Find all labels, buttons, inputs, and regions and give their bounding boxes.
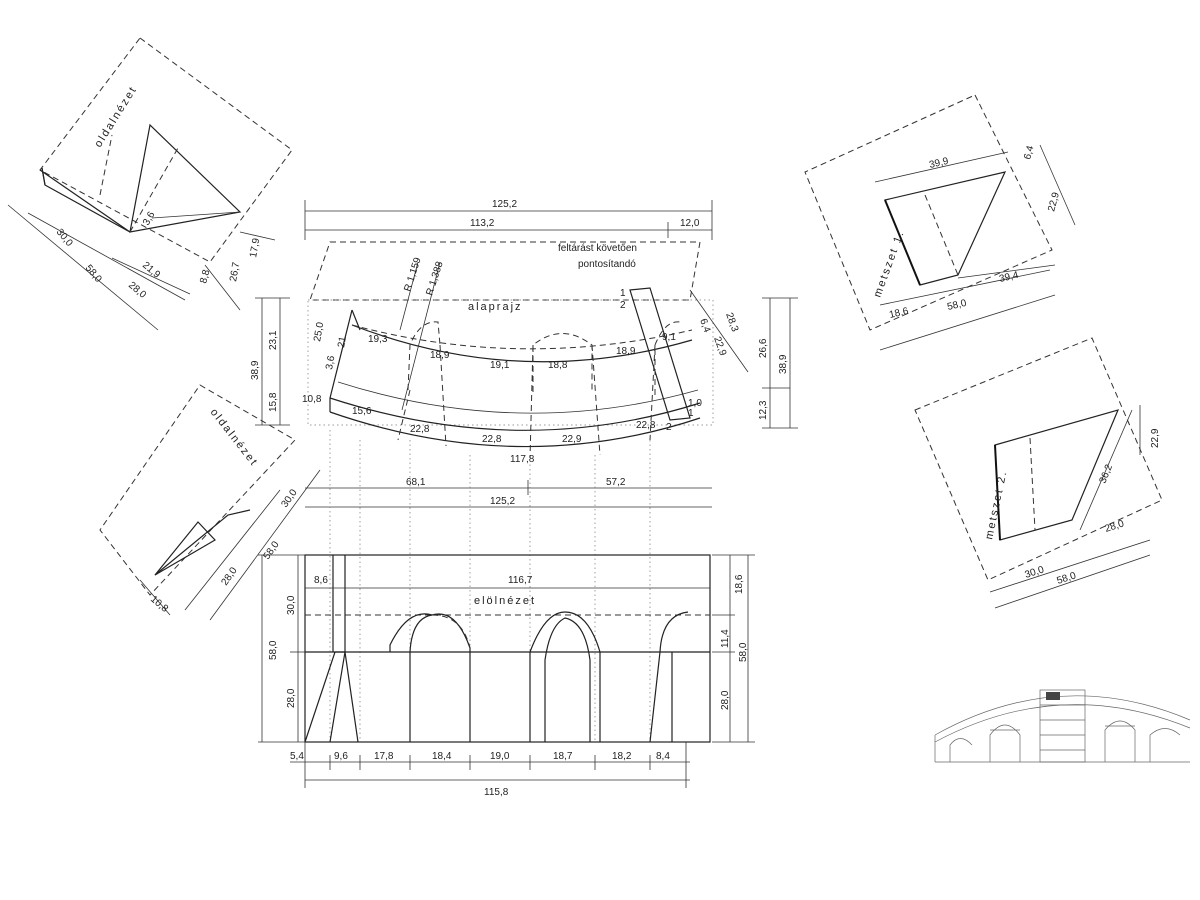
dim-plan-158: 15,8 [268, 392, 279, 412]
dim-left-side-30: 30,0 [279, 487, 299, 510]
dim-bottom-190: 19,0 [490, 751, 510, 762]
radius-inner: R 1,159 [402, 256, 423, 293]
dim-plan-229-right: 22,9 [711, 335, 728, 357]
bridge-dark-block [1046, 692, 1060, 700]
dim-sec1-580: 58,0 [946, 298, 968, 313]
marker-1-left: 1 [620, 288, 626, 299]
dim-plan-10: 1,0 [688, 398, 702, 409]
dim-plan-91: 9,1 [662, 332, 676, 343]
dim-bottom-84: 8,4 [656, 751, 670, 762]
dim-plan-188: 18,8 [548, 360, 568, 371]
dim-sec2-580: 58,0 [1056, 570, 1078, 587]
left-side-view: oldalnézet 30,0 58,0 28,0 10,8 [99, 384, 321, 621]
dim-top-side-28: 28,0 [126, 280, 148, 301]
front-view: elölnézet 8,6 116,7 30,0 58,0 28,0 18,6 … [258, 554, 755, 798]
dim-plan-250: 25,0 [312, 321, 326, 343]
front-view-label: elölnézet [474, 595, 536, 607]
dim-plan-156: 15,6 [352, 406, 372, 417]
dim-plan-108: 10,8 [302, 394, 322, 405]
dim-sec1-186: 18,6 [888, 306, 910, 321]
note-line-1: feltárást követően [558, 243, 637, 254]
dim-front-28-left: 28,0 [286, 688, 297, 708]
dim-sec2-280: 28,0 [1104, 518, 1126, 535]
section-2-label: metszet 2. [983, 469, 1009, 541]
dim-top-side-36: 3,6 [141, 210, 158, 228]
dim-front-186: 18,6 [734, 574, 745, 594]
dim-top-1132: 113,2 [470, 218, 495, 229]
dim-plan-123: 12,3 [758, 400, 769, 420]
dim-plan-228b: 22,8 [482, 434, 502, 445]
dim-plan-189a: 18,9 [430, 350, 450, 361]
section-1-label: metszet 1. [872, 228, 907, 299]
dim-top-120: 12,0 [680, 218, 700, 229]
dim-plan-389-right: 38,9 [778, 354, 789, 374]
marker-2-left: 2 [620, 300, 626, 311]
radius-outer: R 1,388 [424, 260, 445, 297]
bridge-thumbnail [934, 689, 1191, 763]
top-side-view-label: oldalnézet [92, 84, 139, 150]
dim-top-side-219: 21,9 [140, 260, 162, 281]
dim-front-86: 8,6 [314, 575, 328, 586]
dim-bottom-1158: 115,8 [484, 787, 509, 798]
dim-plan-266: 26,6 [758, 338, 769, 358]
dim-top-side-179: 17,9 [248, 237, 262, 259]
dim-bottom-178: 17,8 [374, 751, 394, 762]
dim-sec1-229: 22,9 [1046, 191, 1062, 213]
dim-plan-228c: 22,8 [636, 420, 656, 431]
dim-top-1252: 125,2 [492, 199, 517, 210]
marker-1-right: 1 [688, 408, 694, 419]
dim-mid-681: 68,1 [406, 477, 426, 488]
section-2: metszet 2. 22,9 36,2 28,0 30,0 58,0 [914, 337, 1163, 609]
dim-sec2-229: 22,9 [1150, 428, 1161, 448]
dim-bottom-187: 18,7 [553, 751, 573, 762]
dim-plan-228a: 22,8 [410, 424, 430, 435]
dim-front-30: 30,0 [286, 595, 297, 615]
dim-top-side-88: 8,8 [198, 268, 212, 285]
dim-plan-189b: 18,9 [616, 346, 636, 357]
dim-top-side-267: 26,7 [228, 261, 242, 283]
dim-bottom-182: 18,2 [612, 751, 632, 762]
note-line-2: pontosítandó [578, 259, 636, 270]
dim-bottom-54: 5,4 [290, 751, 304, 762]
dim-bottom-184: 18,4 [432, 751, 452, 762]
dim-plan-389-left: 38,9 [250, 360, 261, 380]
plan-label: alaprajz [468, 301, 523, 313]
dim-mid-572: 57,2 [606, 477, 626, 488]
dim-plan-229: 22,9 [562, 434, 582, 445]
dim-front-1167: 116,7 [508, 575, 533, 586]
dim-front-28-right: 28,0 [720, 690, 731, 710]
dim-plan-36: 3,6 [324, 354, 337, 370]
dim-plan-1178: 117,8 [510, 454, 535, 465]
dim-plan-283: 28,3 [723, 311, 740, 333]
marker-2-right: 2 [666, 422, 672, 433]
dim-sec1-394: 39,4 [998, 270, 1020, 285]
dim-front-58-left: 58,0 [268, 640, 279, 660]
dim-sec2-362: 36,2 [1098, 463, 1116, 486]
dim-front-58-right: 58,0 [738, 642, 749, 662]
dim-plan-21: 21 [336, 335, 349, 348]
section-1: metszet 1. 39,9 6,4 22,9 39,4 18,6 58,0 [804, 94, 1076, 351]
dim-mid-1252: 125,2 [490, 496, 515, 507]
top-dimensions: 125,2 113,2 12,0 [304, 199, 713, 240]
middle-dimensions: 68,1 57,2 125,2 [305, 430, 712, 742]
dim-sec1-399: 39,9 [928, 156, 950, 171]
dim-plan-193: 19,3 [368, 334, 388, 345]
dim-left-side-58: 58,0 [261, 539, 281, 562]
plan-view: R 1,159 R 1,388 alaprajz feltárást követ… [250, 241, 798, 465]
dim-bottom-96: 9,6 [334, 751, 348, 762]
dim-plan-231: 23,1 [268, 330, 279, 350]
dim-left-side-28: 28,0 [219, 565, 239, 588]
dim-sec2-300: 30,0 [1024, 564, 1046, 581]
dim-plan-64: 6,4 [697, 317, 712, 334]
dim-sec1-64: 6,4 [1022, 144, 1036, 161]
top-side-view: oldalnézet 30,0 58,0 21,9 28,0 3,6 8,8 1… [7, 37, 293, 331]
dim-plan-191: 19,1 [490, 360, 510, 371]
dim-front-114: 11,4 [720, 629, 731, 648]
